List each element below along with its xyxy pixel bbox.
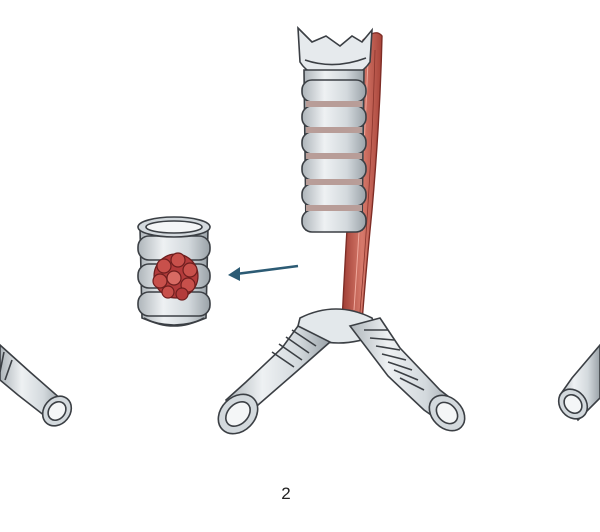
trachea (297, 25, 373, 233)
arrow-left-icon (228, 264, 299, 281)
bronchial-bifurcation (217, 308, 466, 435)
left-partial-bronchus (0, 343, 73, 427)
right-partial-bronchus (557, 343, 600, 422)
tumor-mass (152, 252, 199, 301)
step-label: 2 (281, 484, 291, 503)
